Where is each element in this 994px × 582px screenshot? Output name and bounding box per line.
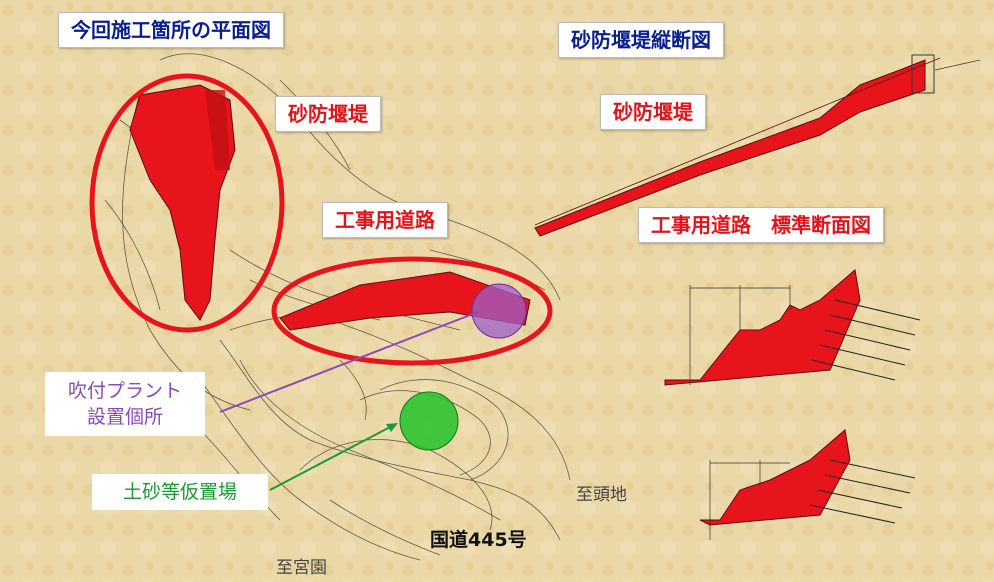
- soil-storage-leader-line: [269, 425, 393, 491]
- spray-plant-label-line2: 設置個所: [86, 406, 163, 428]
- spray-plant-callout: 吹付プラント 設置個所: [45, 372, 205, 436]
- construction-road-label: 工事用道路: [322, 202, 448, 238]
- construction-road-plan-shape: [279, 271, 531, 331]
- spray-plant-label-line1: 吹付プラント: [67, 380, 182, 402]
- dam-plan-shape: [129, 84, 236, 321]
- road-standard-section-title: 工事用道路 標準断面図: [638, 207, 884, 243]
- plan-view-title: 今回施工箇所の平面図: [58, 12, 284, 48]
- longitudinal-section-drawing: [534, 54, 981, 237]
- dam-plan-label: 砂防堰堤: [275, 96, 381, 132]
- to-zuchi-label: 至頭地: [576, 485, 627, 505]
- dam-section-label: 砂防堰堤: [600, 94, 706, 130]
- longitudinal-section-title: 砂防堰堤縦断図: [558, 22, 724, 58]
- spray-plant-circle: [471, 283, 527, 339]
- soil-storage-callout: 土砂等仮置場: [92, 474, 268, 510]
- road-section-lower: [699, 429, 916, 540]
- soil-storage-arrowhead: [386, 423, 398, 432]
- spray-plant-leader-line: [219, 311, 479, 413]
- soil-storage-circle: [399, 391, 459, 451]
- national-route-label: 国道445号: [430, 529, 527, 551]
- to-miyazono-label: 至宮園: [276, 558, 327, 578]
- road-section-upper: [664, 269, 921, 386]
- dam-plan-ellipse: [89, 73, 285, 333]
- construction-road-ellipse: [271, 256, 553, 366]
